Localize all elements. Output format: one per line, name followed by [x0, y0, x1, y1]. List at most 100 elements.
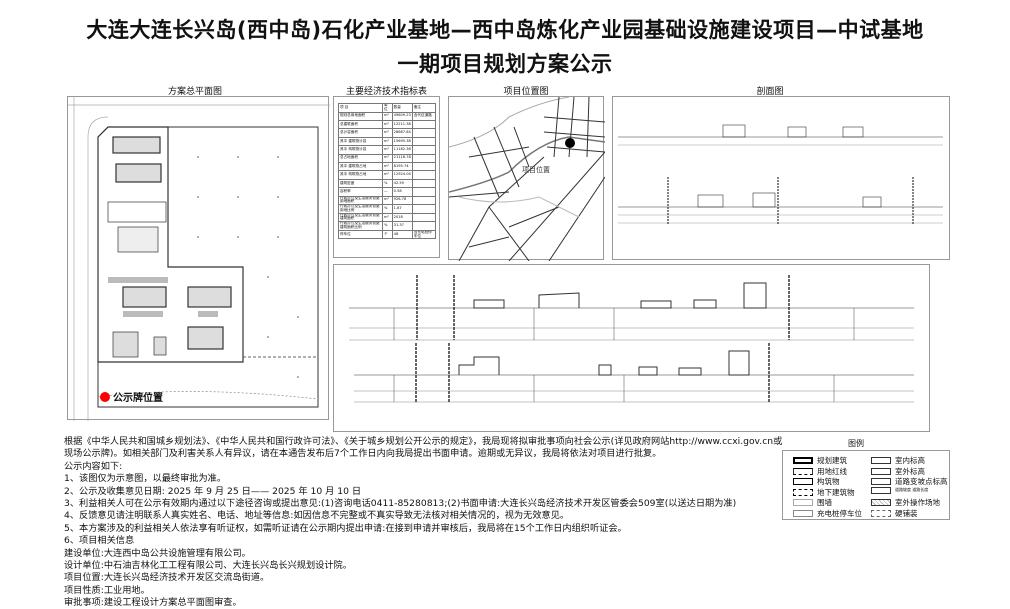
notice-line: 2、公示及收集意见日期: 2025 年 9 月 25 日—— 2025 年 10…	[64, 485, 362, 497]
kpi-header-row: 项 目 单位 数量 备注	[338, 103, 437, 113]
legend-label: 充电桩停车位	[817, 509, 862, 518]
site-plan-drawing	[67, 96, 330, 421]
legend-symbol-icon	[871, 499, 891, 507]
kpi-cell: 31.37	[391, 221, 413, 231]
legend-item: 道路变坡点标高	[871, 476, 948, 487]
kpi-cell: 含充电桩停车位	[411, 229, 437, 240]
kpi-cell: %	[382, 178, 393, 189]
notice-line: 审批事项:建设工程设计方案总平面图审查。	[64, 597, 242, 609]
site-plan-caption: 方案总平面图	[167, 87, 222, 97]
kpi-cell: 行政办公及生活服务设施建筑面积比例	[338, 221, 383, 231]
kpi-cell: 行政办公及生活服务设施用地面积	[338, 195, 383, 206]
kpi-header: 备注	[411, 103, 437, 113]
kpi-cell	[411, 204, 437, 214]
kpi-cell: 21118.78	[391, 153, 413, 163]
legend-item: 硬铺装	[871, 508, 918, 519]
kpi-row: 行政办公及生活服务设施用地比例%1.87	[338, 204, 437, 214]
kpi-cell: 0.58	[391, 187, 413, 197]
notice-line: 根据《中华人民共和国城乡规划法》、《中华人民共和国行政许可法》、《关于城乡规划公…	[64, 436, 783, 447]
notice-line: 1、该图仅为示意图，以最终审批为准。	[64, 473, 227, 485]
notice-line: 6、项目相关信息	[64, 535, 135, 547]
kpi-cell: 15695.38	[391, 136, 413, 147]
kpi-cell: 28667.84	[391, 128, 413, 138]
kpi-cell: 个	[382, 229, 393, 240]
notice-line: 公示内容如下:	[64, 460, 123, 472]
legend-label: 围墙	[817, 498, 832, 508]
kpi-cell: 48	[391, 229, 413, 240]
legend-symbol-icon	[793, 478, 813, 486]
kpi-cell: m²	[382, 119, 393, 130]
kpi-cell: 行政办公及生活服务设施用地比例	[338, 204, 383, 214]
notice-line: 3、利益相关人可在公示有效期内通过以下途径咨询或提出意见:(1)咨询电话0411…	[64, 497, 737, 509]
legend-symbol-icon	[793, 499, 813, 507]
notice-line: 项目性质:工业用地。	[64, 584, 150, 596]
kpi-cell: m²	[382, 170, 393, 180]
legend-label: 硬铺装	[895, 509, 918, 518]
legend-caption: 图例	[848, 439, 864, 448]
location-map: 项目位置	[448, 96, 605, 261]
kpi-cell	[411, 119, 437, 130]
kpi-cell: m²	[382, 136, 393, 147]
kpi-cell	[411, 170, 437, 180]
kpi-header: 数量	[391, 103, 413, 113]
kpi-row: 建筑密度%42.59	[338, 178, 437, 189]
kpi-cell: 42.59	[391, 178, 413, 189]
kpi-cell: 12211.38	[391, 119, 413, 130]
kpi-row: 容积率—0.58	[338, 187, 437, 197]
kpi-cell: m²	[382, 111, 393, 122]
legend-label: 室外标高	[895, 466, 925, 476]
kpi-header: 单位	[382, 103, 393, 113]
kpi-cell: m²	[382, 161, 393, 172]
legend-symbol-icon	[793, 467, 813, 475]
notice-line: 4、反馈意见请注明联系人真实姓名、电话、地址等信息:如因信息不完整或不真实导致无…	[64, 510, 570, 522]
kpi-cell: 926.78	[391, 195, 413, 206]
legend-label: 规划建筑	[817, 456, 847, 465]
legend-symbol-icon	[871, 457, 891, 464]
kpi-header: 项 目	[338, 103, 383, 113]
red-dot-icon	[100, 391, 110, 402]
legend-item: 围墙	[793, 497, 832, 508]
legend-label: 道路坡度 道路长度	[895, 487, 929, 493]
notice-line: 现场公示牌)。如相关部门及利害关系人有异议，请在本通告发布后7个工作日内向我局提…	[64, 448, 662, 460]
kpi-cell: 总占地面积	[338, 153, 383, 163]
legend-symbol-icon	[871, 478, 891, 486]
legend-item: 用地红线	[793, 466, 847, 477]
notice-line: 设计单位:中石油吉林化工工程有限公司、大连长兴岛长兴规划设计院。	[64, 559, 352, 571]
legend-label: 构筑物	[817, 477, 840, 487]
legend-item: 室内标高	[871, 455, 925, 466]
kpi-cell: 规划总用地面积	[338, 111, 383, 122]
notice-text: 根据《中华人民共和国城乡规划法》、《中华人民共和国行政许可法》、《关于城乡规划公…	[64, 436, 783, 609]
kpi-cell: 总建筑面积	[338, 119, 383, 130]
kpi-cell	[411, 161, 437, 172]
kpi-cell	[411, 187, 437, 197]
kpi-cell: m²	[382, 212, 393, 223]
legend-item: 室外操作场地	[871, 497, 940, 508]
kpi-cell: 12924.04	[391, 170, 413, 180]
kpi-cell: 含代征道路	[411, 111, 437, 122]
legend-item: 充电桩停车位	[793, 508, 862, 519]
kpi-cell	[411, 212, 437, 223]
kpi-cell: 总计容面积	[338, 128, 383, 138]
legend-item: 室外标高	[871, 466, 925, 477]
kpi-cell: m²	[382, 145, 393, 155]
legend-symbol-icon	[871, 486, 891, 494]
location-caption: 项目位置图	[503, 87, 549, 97]
kpi-caption: 主要经济技术指标表	[345, 87, 427, 97]
kpi-cell: m²	[382, 195, 393, 206]
section-drawing-small	[612, 96, 950, 260]
title-line-1: 大连大连长兴岛(西中岛)石化产业基地—西中岛炼化产业园基础设施建设项目—中试基地	[86, 18, 924, 42]
title-line-2: 一期项目规划方案公示	[397, 52, 613, 76]
kpi-cell: %	[382, 204, 393, 214]
project-location-label: 项目位置	[522, 166, 550, 174]
notice-board-label: 公示牌位置	[113, 393, 163, 404]
kpi-cell: %	[382, 221, 393, 231]
